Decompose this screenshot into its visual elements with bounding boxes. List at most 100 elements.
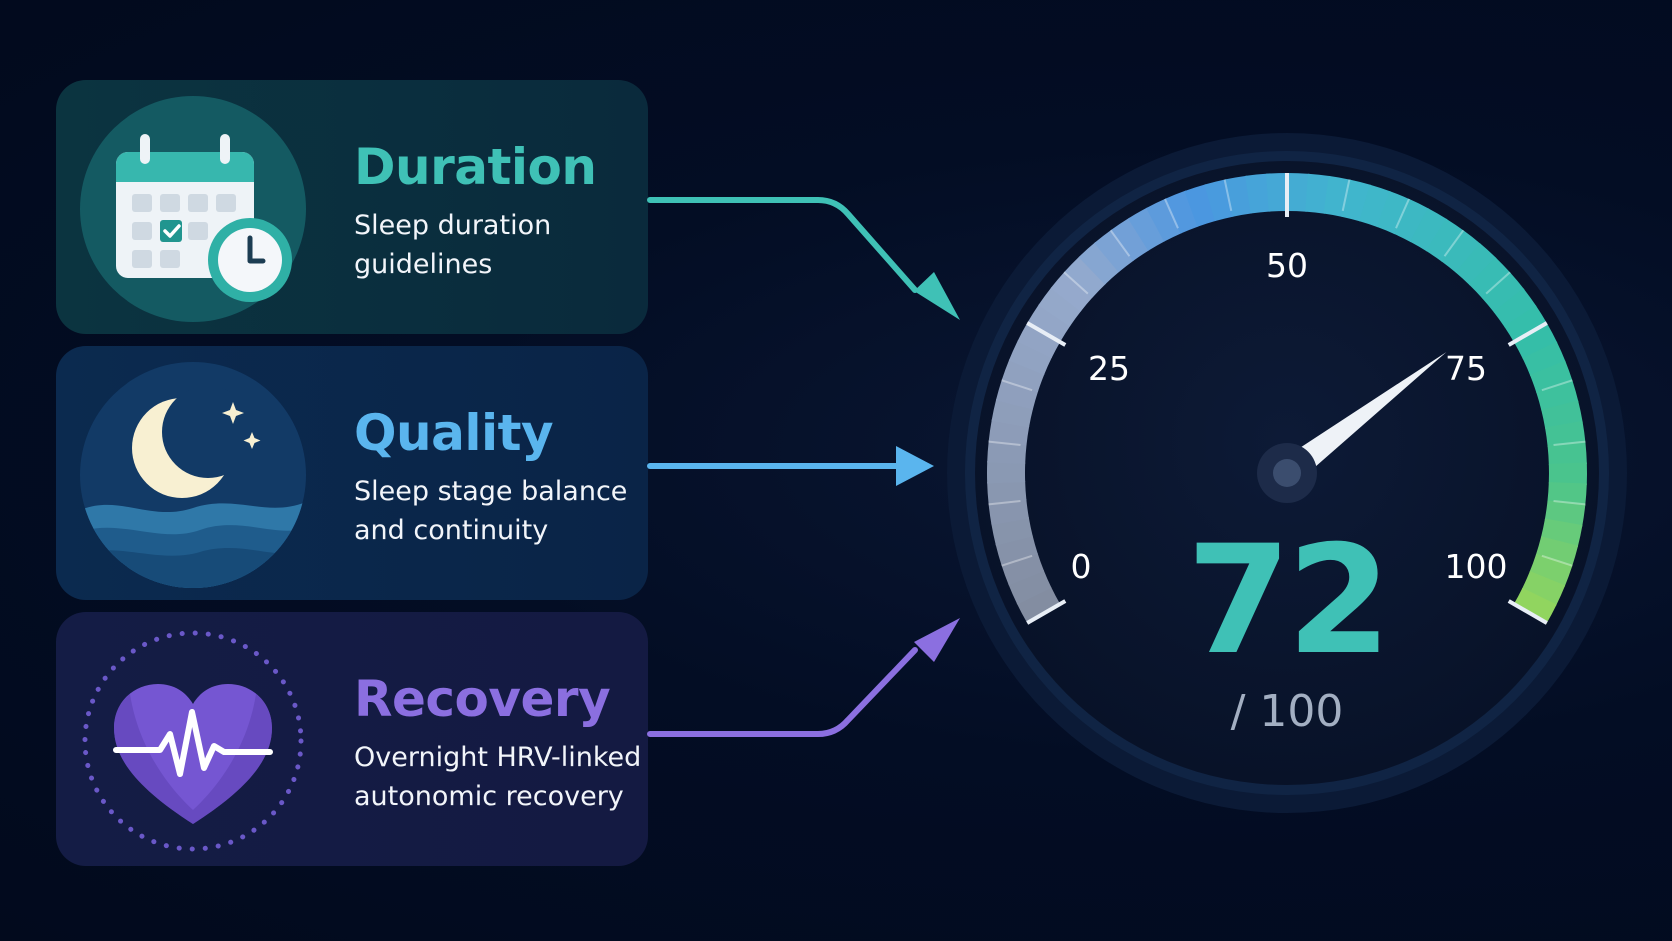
gauge-arc-segment: [1287, 173, 1310, 212]
minor-tick: [1109, 229, 1131, 257]
quality-arrowhead: [896, 446, 934, 486]
gauge-arc-segment: [1224, 175, 1252, 217]
gauge-arc-segment: [1128, 207, 1166, 251]
gauge-arc-segment: [1001, 359, 1045, 393]
gauge-arc-segment: [1008, 569, 1052, 605]
recovery-arrowhead: [914, 618, 960, 662]
factor-card-recovery: Recovery Overnight HRV-linked autonomic …: [56, 612, 648, 866]
major-tick: [1507, 321, 1548, 347]
gauge-arc-segment: [1541, 400, 1583, 429]
minor-tick: [1063, 271, 1089, 295]
factor-title: Recovery: [354, 670, 611, 728]
minor-tick: [1395, 198, 1410, 229]
minor-tick: [1541, 379, 1573, 392]
duration-arrow: [647, 197, 918, 293]
gauge-arc-segment: [1245, 173, 1271, 214]
gauge-arc-segment: [1455, 243, 1497, 286]
minor-tick: [988, 440, 1021, 446]
gauge-arc-segment: [1064, 256, 1106, 298]
gauge-arc-segment: [995, 378, 1039, 410]
calendar-clock-icon: [80, 96, 306, 322]
minor-tick: [1223, 179, 1233, 212]
factor-title: Duration: [354, 138, 597, 196]
gauge-arc-segment: [1547, 441, 1587, 466]
tick-label-50: 50: [1266, 246, 1308, 285]
gauge-arc-segment: [1094, 229, 1135, 273]
gauge-arc-segment: [1522, 341, 1566, 377]
gauge-arc-segment: [1027, 303, 1071, 342]
gauge-arc-segment: [1359, 184, 1392, 228]
minor-tick: [1001, 379, 1033, 392]
gauge-arc-segment: [988, 419, 1030, 446]
gauge-arc-segment: [1504, 305, 1548, 344]
gauge-arc-segment: [1038, 287, 1082, 327]
minor-tick: [1164, 198, 1179, 229]
gauge-arc-segment: [1547, 482, 1587, 506]
gauge-arc-segment: [1008, 340, 1053, 375]
gauge-arc-segment: [1521, 571, 1566, 606]
factor-card-quality: Quality Sleep stage balance and continui…: [56, 346, 648, 600]
gauge-arc-segment: [1016, 586, 1061, 623]
gauge-arc-segment: [991, 517, 1033, 546]
minor-tick: [988, 500, 1021, 506]
factor-title: Quality: [354, 404, 554, 462]
gauge-arc-segment: [1440, 230, 1482, 274]
gauge-arc-segment: [988, 499, 1029, 526]
gauge-arc-segment: [1017, 321, 1061, 359]
gauge-arc-segment: [1545, 420, 1586, 447]
gauge-arc-segment: [1078, 242, 1120, 285]
tick-label-100: 100: [1445, 547, 1508, 586]
gauge-arc-segment: [1544, 500, 1586, 527]
gauge-arc-segment: [1548, 462, 1587, 486]
gauge-arc-segment: [987, 440, 1027, 464]
tick-label-25: 25: [1088, 349, 1130, 388]
minor-tick: [1553, 440, 1586, 446]
gauge-arc-segment: [1513, 323, 1558, 360]
minor-tick: [1341, 179, 1351, 212]
gauge-arc-segment: [1469, 257, 1511, 299]
gauge-arc: [987, 173, 1587, 625]
major-tick: [1026, 321, 1067, 347]
gauge-arc-segment: [1110, 217, 1150, 262]
gauge-arc-segment: [1050, 271, 1094, 312]
gauge-arc-segment: [1164, 190, 1199, 234]
heart-pulse-icon: [82, 630, 304, 852]
gauge-arc-segment: [1535, 536, 1579, 568]
gauge-arc-segment: [1376, 191, 1411, 235]
sleep-score-gauge: 0 25 50 75 100 72 / 100: [947, 133, 1627, 813]
major-tick: [1507, 599, 1548, 625]
duration-arrowhead: [914, 272, 960, 320]
gauge-arc-segment: [1529, 553, 1573, 587]
recovery-arrow: [647, 647, 918, 737]
gauge-arc-segment: [1305, 173, 1331, 214]
gauge-arc-segment: [1481, 272, 1525, 313]
major-tick: [1026, 599, 1067, 625]
gauge-arc-segment: [987, 480, 1027, 505]
minor-tick: [1443, 229, 1465, 257]
gauge-ticks: [988, 173, 1586, 625]
minor-tick: [1553, 500, 1586, 506]
gauge-arc-segment: [1341, 179, 1372, 222]
minor-tick: [1001, 554, 1033, 567]
factor-description: Sleep duration guidelines: [354, 210, 552, 280]
factor-description: Sleep stage balance and continuity: [354, 476, 628, 546]
gauge-arc-segment: [1513, 587, 1557, 625]
tick-label-75: 75: [1445, 349, 1487, 388]
gauge-arc-segment: [1425, 218, 1465, 262]
tick-label-0: 0: [1071, 547, 1092, 586]
factor-description: Overnight HRV-linked autonomic recovery: [354, 742, 642, 812]
gauge-arc-segment: [1204, 179, 1234, 222]
minor-tick: [1541, 554, 1573, 567]
gauge-arc-segment: [1493, 288, 1537, 328]
gauge-arc-segment: [1393, 198, 1430, 243]
gauge-arc-segment: [987, 460, 1026, 484]
gauge-arc-segment: [1266, 173, 1289, 212]
gauge-arc-segment: [1146, 198, 1182, 242]
gauge-needle: [1278, 352, 1447, 485]
moon-waves-icon: [80, 362, 306, 588]
factor-card-duration: Duration Sleep duration guidelines: [56, 80, 648, 334]
minor-tick: [1485, 271, 1511, 295]
score-value: 72: [1187, 514, 1388, 688]
